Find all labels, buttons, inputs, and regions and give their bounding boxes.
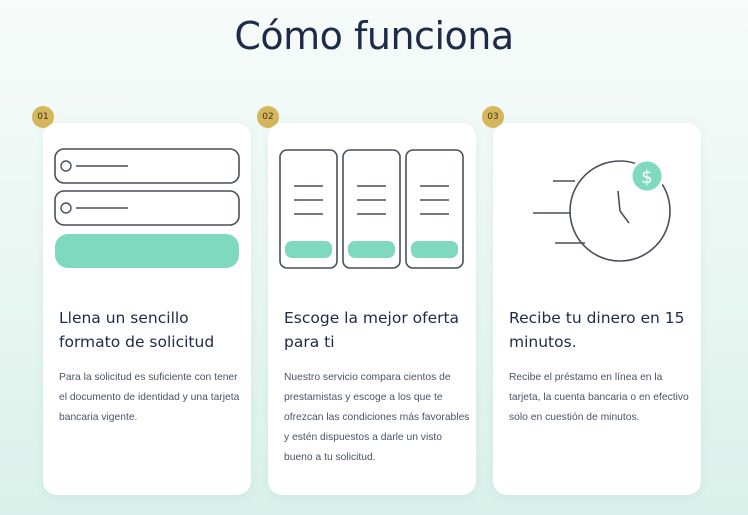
dollar-icon: $ bbox=[641, 167, 652, 188]
form-illustration-icon bbox=[54, 148, 240, 268]
offers-comparison-illustration-icon bbox=[279, 149, 464, 269]
step-title: Recibe tu dinero en 15 minutos. bbox=[509, 309, 685, 351]
fast-money-clock-illustration-icon: $ bbox=[533, 158, 671, 262]
step-title: Llena un sencillo formato de solicitud bbox=[59, 309, 215, 351]
page-title: Cómo funciona bbox=[234, 14, 514, 58]
step-description: Nuestro servicio compara cientos de pres… bbox=[284, 372, 470, 463]
step-description: Recibe el préstamo en línea en la tarjet… bbox=[509, 372, 689, 423]
step-title: Escoge la mejor oferta para ti bbox=[284, 309, 460, 351]
step-card-3: $ Recibe tu dinero en 15 minutos. Recibe… bbox=[493, 123, 701, 495]
step-description: Para la solicitud es suficiente con tene… bbox=[59, 372, 240, 423]
step-card-1: Llena un sencillo formato de solicitud P… bbox=[43, 123, 251, 495]
step-number-badge: 02 bbox=[257, 106, 279, 128]
step-number-badge: 01 bbox=[32, 106, 54, 128]
step-number-badge: 03 bbox=[482, 106, 504, 128]
step-card-2: Escoge la mejor oferta para ti Nuestro s… bbox=[268, 123, 476, 495]
